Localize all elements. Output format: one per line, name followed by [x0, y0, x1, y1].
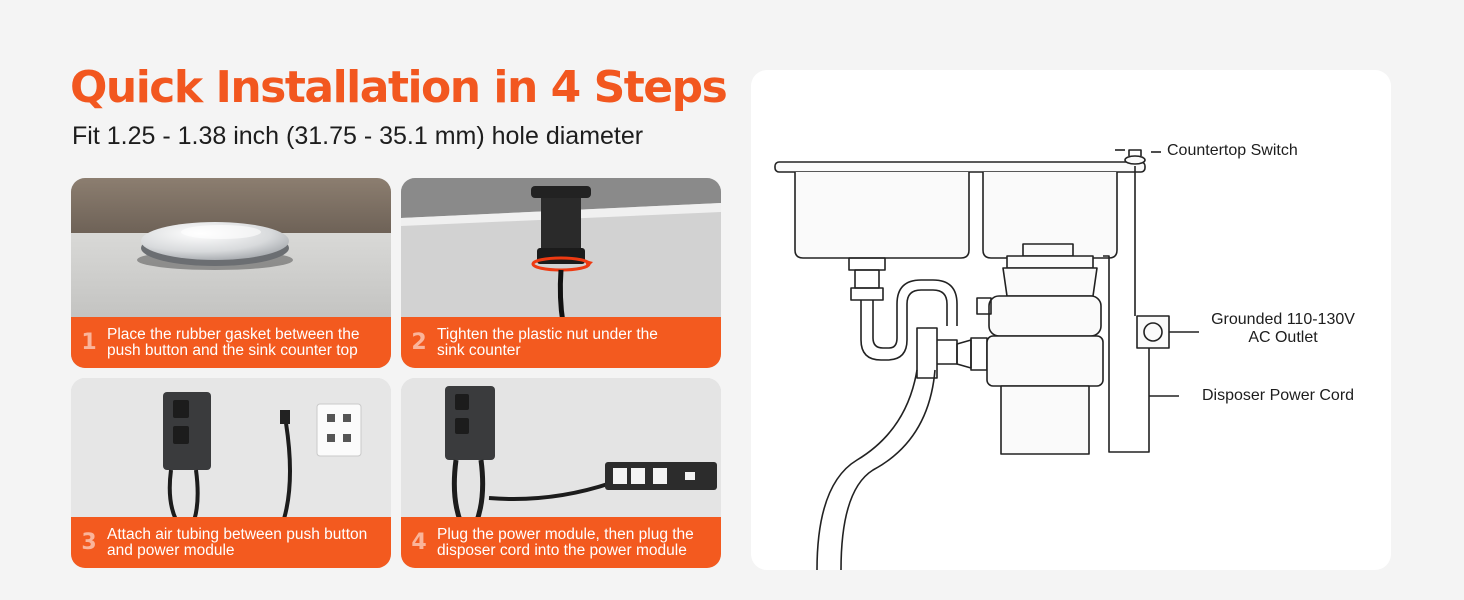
step-1-text-line-2: push button and the sink counter top [107, 341, 358, 359]
step-3-text-line-1: Attach air tubing between push button [107, 525, 368, 543]
countertop-switch-icon [1124, 155, 1146, 165]
disposer-motor-housing [988, 295, 1102, 337]
page-title: Quick Installation in 4 Steps [70, 62, 728, 113]
step-1-number: 1 [81, 330, 97, 355]
step-1-photo-push-button-on-counter [71, 178, 391, 368]
step-2-text-line-2: sink counter [437, 341, 521, 359]
label-countertop-switch: Countertop Switch [1167, 142, 1298, 159]
step-4-number: 4 [411, 530, 427, 555]
ac-outlet-icon [1136, 315, 1170, 349]
label-ac-outlet-line-2: AC Outlet [1248, 329, 1318, 346]
disposer-body [1000, 385, 1090, 455]
step-3-number: 3 [81, 530, 97, 555]
step-4-text-line-1: Plug the power module, then plug the [437, 525, 694, 543]
step-4-text-line-2: disposer cord into the power module [437, 541, 687, 559]
page-subtitle: Fit 1.25 - 1.38 inch (31.75 - 35.1 mm) h… [72, 122, 644, 150]
step-1-text-line-1: Place the rubber gasket between the [107, 325, 360, 343]
step-2-number: 2 [411, 330, 427, 355]
countertop [774, 161, 1146, 173]
left-sink-basin [794, 172, 970, 259]
step-2-text-line-1: Tighten the plastic nut under the [437, 325, 658, 343]
step-3-text-line-2: and power module [107, 541, 235, 559]
label-disposer-power-cord: Disposer Power Cord [1202, 387, 1355, 404]
sink-disposer-diagram [774, 149, 1199, 570]
label-ac-outlet-line-1: Grounded 110-130V [1211, 311, 1355, 328]
